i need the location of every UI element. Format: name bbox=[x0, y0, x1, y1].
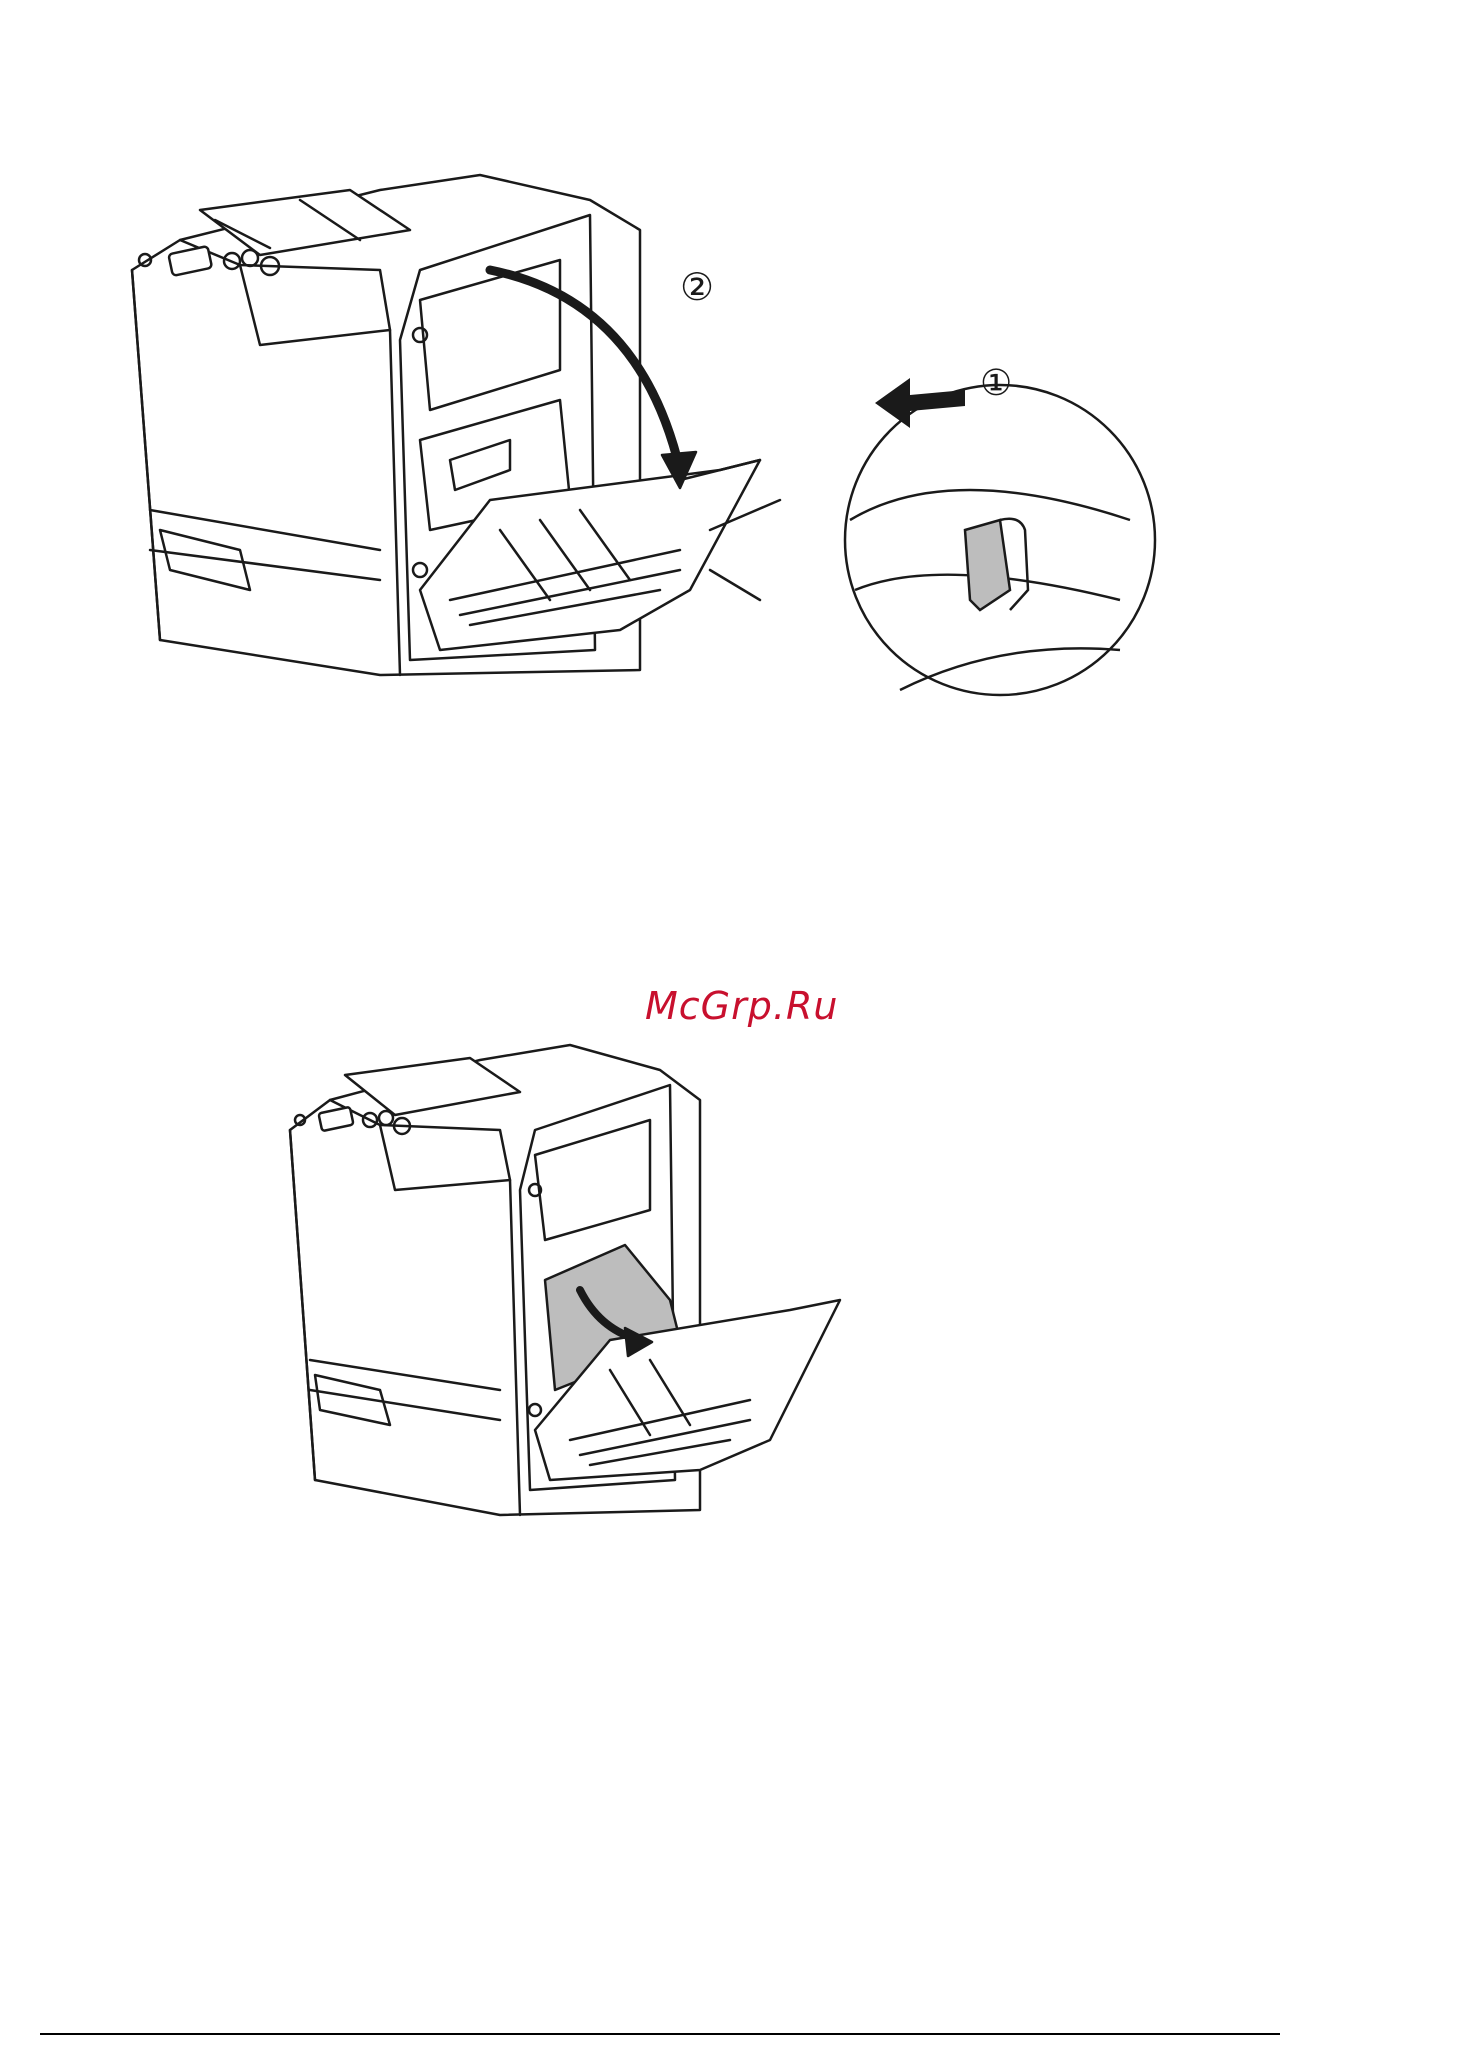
step-2-callout: ② bbox=[680, 265, 714, 309]
step-1-callout: ① bbox=[980, 363, 1012, 404]
watermark: McGrp.Ru bbox=[645, 984, 838, 1028]
printer-remove-jammed-paper-illustration bbox=[280, 1040, 1040, 1560]
printer-open-cover-illustration: ② ① bbox=[120, 170, 1200, 740]
footer-rule bbox=[40, 2033, 1280, 2035]
